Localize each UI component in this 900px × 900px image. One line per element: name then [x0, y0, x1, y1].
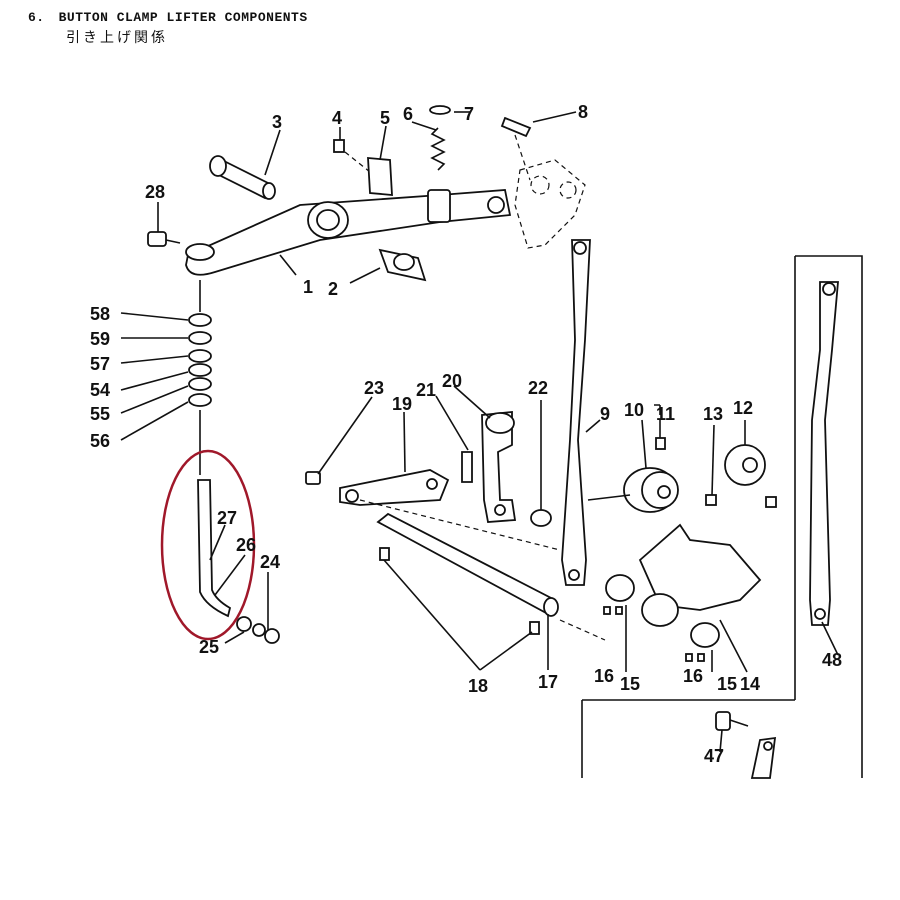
collar-part-15-16-right: [641, 593, 720, 662]
label-1: 1: [303, 277, 313, 297]
lifter-lever-part-1: [185, 189, 512, 276]
section-title: BUTTON CLAMP LIFTER COMPONENTS: [58, 10, 308, 25]
label-18: 18: [468, 676, 488, 696]
arm-part-20: [481, 411, 517, 523]
label-16-left: 16: [594, 666, 614, 686]
label-9: 9: [600, 404, 610, 424]
collar-part-15-16-left: [603, 574, 635, 615]
shaft-part-17: [376, 512, 559, 617]
label-20: 20: [442, 371, 462, 391]
label-11: 11: [656, 404, 675, 424]
label-13: 13: [703, 404, 723, 424]
detail-box-outline: [581, 255, 863, 778]
screw-part-47: [715, 711, 749, 731]
cam-part-12: [724, 444, 766, 486]
label-56: 56: [90, 431, 110, 451]
bushing-part-2: [378, 248, 427, 282]
screw-part-22: [530, 400, 552, 527]
label-10: 10: [624, 400, 644, 420]
label-28: 28: [145, 182, 165, 202]
label-22: 22: [528, 378, 548, 398]
label-2: 2: [328, 279, 338, 299]
leader-lines: [120, 111, 839, 753]
page-header: 6. BUTTON CLAMP LIFTER COMPONENTS 引き上げ関係: [28, 10, 308, 47]
part-labels: 3 4 5 6 7 8 28 1 2 58 59 57 54 55 56 27 …: [90, 102, 842, 766]
washer-part-7: [429, 105, 451, 115]
label-23: 23: [364, 378, 384, 398]
link-bar-part-48: [809, 281, 839, 626]
label-26: 26: [236, 535, 256, 555]
label-24: 24: [260, 552, 280, 572]
label-47: 47: [704, 746, 724, 766]
label-3: 3: [272, 112, 282, 132]
label-25: 25: [199, 637, 219, 657]
label-12: 12: [733, 398, 753, 418]
label-55: 55: [90, 404, 110, 424]
label-57: 57: [90, 354, 110, 374]
label-54: 54: [90, 380, 110, 400]
lifting-rod-part-26-27: [197, 479, 232, 618]
label-19: 19: [392, 394, 412, 414]
section-number: 6.: [28, 10, 45, 25]
lever-arm-part-19: [339, 469, 450, 506]
dashed-link-plate: [514, 159, 586, 249]
label-58: 58: [90, 304, 110, 324]
label-5: 5: [380, 108, 390, 128]
pin-part-3: [209, 155, 276, 200]
screw-part-11: [655, 437, 666, 450]
screw-part-23: [305, 471, 321, 485]
spring-part-6: [430, 127, 446, 171]
label-17: 17: [538, 672, 558, 692]
washer-stack: [188, 313, 212, 407]
label-8: 8: [578, 102, 588, 122]
link-bar-part-9: [561, 239, 591, 586]
screw-part-21: [461, 451, 473, 483]
label-7: 7: [464, 104, 474, 124]
screws-part-13: [705, 494, 777, 508]
label-6: 6: [403, 104, 413, 124]
cam-part-10: [623, 467, 679, 513]
section-subtitle-jp: 引き上げ関係: [66, 30, 168, 46]
lever-fragment-lower-right: [750, 736, 777, 779]
nut-parts-24-25: [236, 616, 280, 644]
screw-part-28: [147, 231, 181, 247]
label-27: 27: [217, 508, 237, 528]
label-15-left: 15: [620, 674, 640, 694]
screw-part-8: [500, 116, 532, 181]
label-16-right: 16: [683, 666, 703, 686]
label-21: 21: [416, 380, 436, 400]
label-48: 48: [822, 650, 842, 670]
highlight-circle: [160, 449, 256, 641]
title-line: 6. BUTTON CLAMP LIFTER COMPONENTS: [28, 10, 308, 25]
label-59: 59: [90, 329, 110, 349]
label-14: 14: [740, 674, 760, 694]
label-15-right: 15: [717, 674, 737, 694]
bracket-part-5: [367, 157, 393, 196]
label-4: 4: [332, 108, 342, 128]
